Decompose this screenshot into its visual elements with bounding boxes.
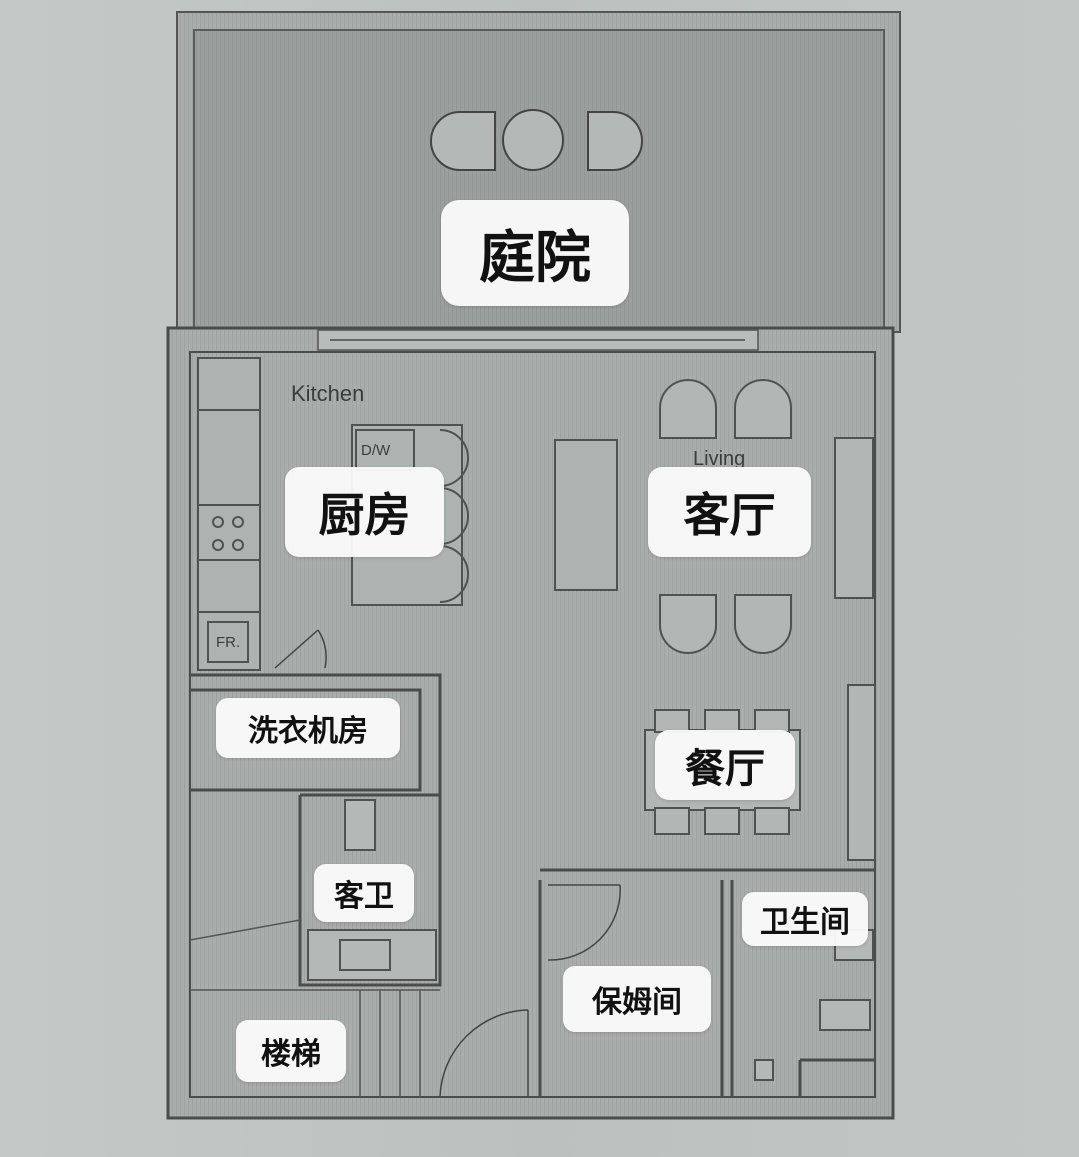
interior-walls — [190, 673, 875, 1097]
room-label-guest-bath: 客卫 — [314, 864, 414, 922]
stair-treads — [189, 919, 440, 1097]
dishwasher-text: D/W — [361, 442, 391, 459]
room-label-kitchen: 厨房 — [285, 467, 444, 557]
room-label-laundry: 洗衣机房 — [216, 698, 400, 758]
bathroom-fixtures — [307, 799, 874, 1081]
coffee-table — [554, 439, 618, 591]
living-chairs — [659, 379, 874, 654]
doors — [274, 629, 621, 1098]
room-label-maid-room: 保姆间 — [563, 966, 711, 1032]
room-label-stairs: 楼梯 — [236, 1020, 346, 1082]
room-label-courtyard: 庭院 — [441, 200, 629, 306]
fridge-text: FR. — [216, 634, 241, 651]
room-label-bathroom: 卫生间 — [742, 892, 868, 946]
kitchen-counter — [197, 357, 261, 671]
room-label-dining: 餐厅 — [655, 730, 795, 800]
living-text: Living — [693, 448, 746, 470]
room-label-living: 客厅 — [648, 467, 811, 557]
outdoor-table-set — [430, 109, 643, 171]
kitchen-text: Kitchen — [291, 381, 365, 406]
